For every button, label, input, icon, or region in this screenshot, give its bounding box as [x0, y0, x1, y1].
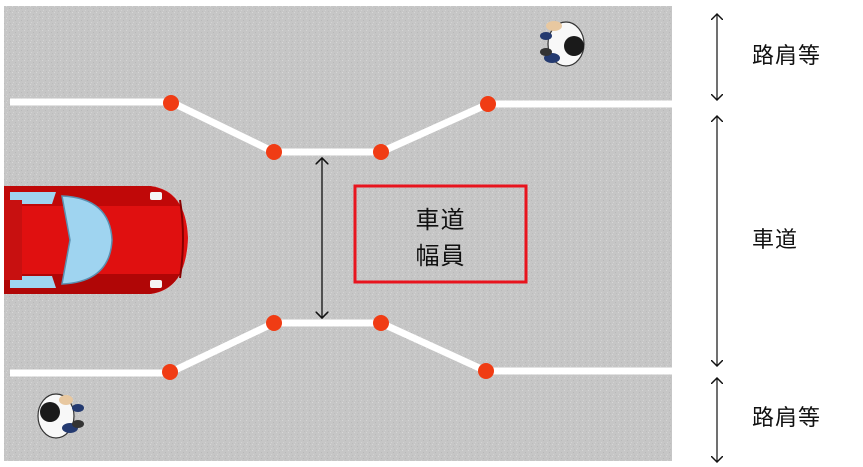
- roadway-width-box-line2: 幅員: [415, 242, 466, 270]
- top-edge-line: [10, 98, 672, 156]
- marker: [266, 315, 282, 331]
- label-roadway: 車道: [752, 228, 799, 253]
- marker: [162, 364, 178, 380]
- pedestrian-icon: [37, 393, 84, 439]
- bottom-edge-line: [10, 319, 672, 377]
- roadway-width-box: [353, 184, 528, 284]
- car-icon: [4, 186, 188, 294]
- marker: [266, 144, 282, 160]
- marker: [373, 144, 389, 160]
- label-shoulder-bottom: 路肩等: [752, 406, 822, 431]
- label-shoulder-top: 路肩等: [752, 44, 822, 69]
- marker: [480, 96, 496, 112]
- marker: [478, 363, 494, 379]
- pedestrian-icon: [540, 21, 585, 67]
- road-markers: [162, 95, 496, 380]
- roadway-width-box-line1: 車道: [415, 206, 466, 234]
- marker: [373, 315, 389, 331]
- marker: [163, 95, 179, 111]
